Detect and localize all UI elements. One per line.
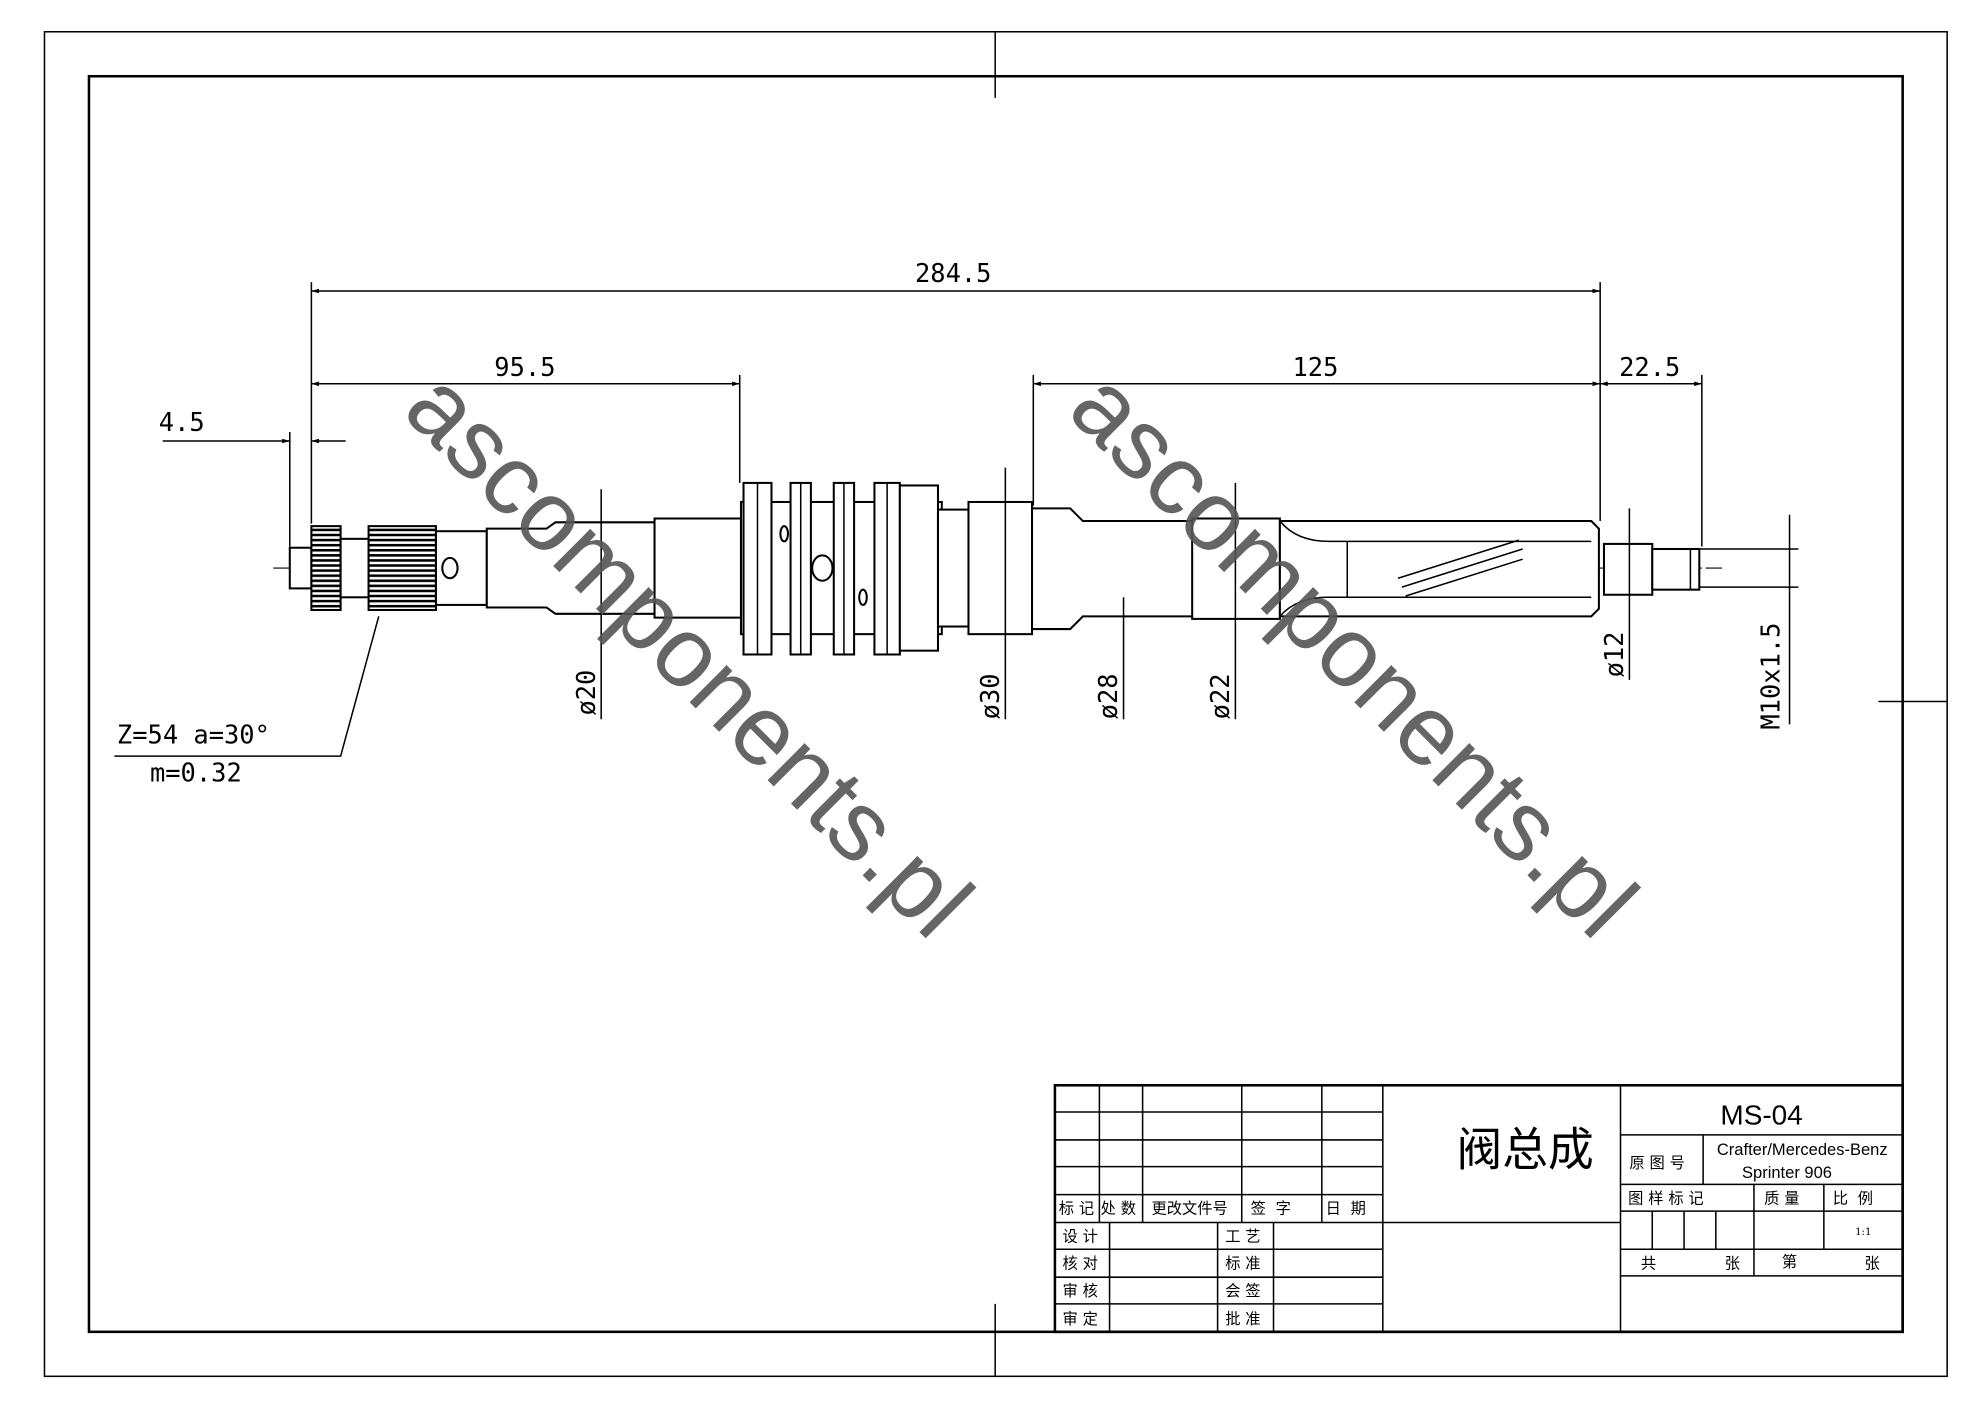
svg-text:处 数: 处 数 [1101, 1200, 1136, 1218]
dim-dia-12: ø12 [1599, 632, 1629, 678]
svg-text:审 核: 审 核 [1063, 1282, 1098, 1300]
sheet-unit-label-2: 张 [1865, 1254, 1880, 1272]
drawing-frame [43, 31, 1948, 1378]
svg-text:批 准: 批 准 [1225, 1310, 1260, 1328]
title-block [1053, 1084, 1904, 1334]
svg-text:设 计: 设 计 [1063, 1228, 1098, 1246]
watermark: ascomponents.pl [1050, 350, 1658, 958]
svg-text:审 定: 审 定 [1063, 1310, 1098, 1328]
svg-text:核 对: 核 对 [1063, 1254, 1098, 1272]
original-drawing-line2: Sprinter 906 [1742, 1163, 1832, 1182]
svg-text:标 准: 标 准 [1225, 1254, 1260, 1272]
dim-left-section: 95.5 [494, 352, 555, 382]
revision-headers: 标 记 处 数 更改文件号 签 字 日 期 [1059, 1200, 1366, 1218]
dim-stub: 4.5 [159, 407, 205, 437]
original-drawing-label: 原 图 号 [1629, 1154, 1684, 1172]
dim-thread-length: 22.5 [1619, 352, 1680, 382]
shaft-drawing [273, 481, 1723, 656]
part-name: 阀总成 [1457, 1123, 1594, 1176]
svg-text:工 艺: 工 艺 [1225, 1228, 1260, 1246]
mass-header: 质 量 [1764, 1189, 1799, 1207]
dim-dia-30: ø30 [975, 673, 1005, 719]
svg-text:更改文件号: 更改文件号 [1152, 1200, 1228, 1218]
dim-dia-28: ø28 [1093, 673, 1123, 719]
drawing-number: MS-04 [1720, 1100, 1802, 1131]
sheets-total-label: 共 [1641, 1254, 1656, 1272]
seal-rings [742, 481, 940, 656]
gear-note-line1: Z=54 a=30° [117, 719, 270, 749]
gear-note-line2: m=0.32 [150, 758, 242, 788]
svg-text:签 字: 签 字 [1251, 1200, 1291, 1218]
dim-dia-20: ø20 [571, 670, 601, 716]
signature-labels: 设 计 核 对 审 核 审 定 工 艺 标 准 会 签 批 准 [1063, 1228, 1261, 1329]
watermark: ascomponents.pl [385, 350, 993, 958]
svg-text:日 期: 日 期 [1326, 1200, 1366, 1218]
sheet-unit-label: 张 [1725, 1254, 1740, 1272]
sheet-number-label: 第 [1782, 1253, 1797, 1271]
pattern-mark-header: 图 样 标 记 [1628, 1189, 1704, 1207]
scale-header: 比 例 [1833, 1189, 1873, 1207]
dimension-lines [114, 282, 1799, 757]
dim-right-section: 125 [1293, 352, 1339, 382]
dim-thread: M10x1.5 [1755, 623, 1785, 730]
scale-value: 1:1 [1855, 1227, 1871, 1238]
dim-dia-22: ø22 [1205, 673, 1235, 719]
svg-text:标 记: 标 记 [1059, 1200, 1094, 1218]
svg-text:会 签: 会 签 [1225, 1282, 1260, 1300]
dim-overall: 284.5 [915, 258, 991, 288]
original-drawing-line1: Crafter/Mercedes-Benz [1717, 1140, 1888, 1159]
